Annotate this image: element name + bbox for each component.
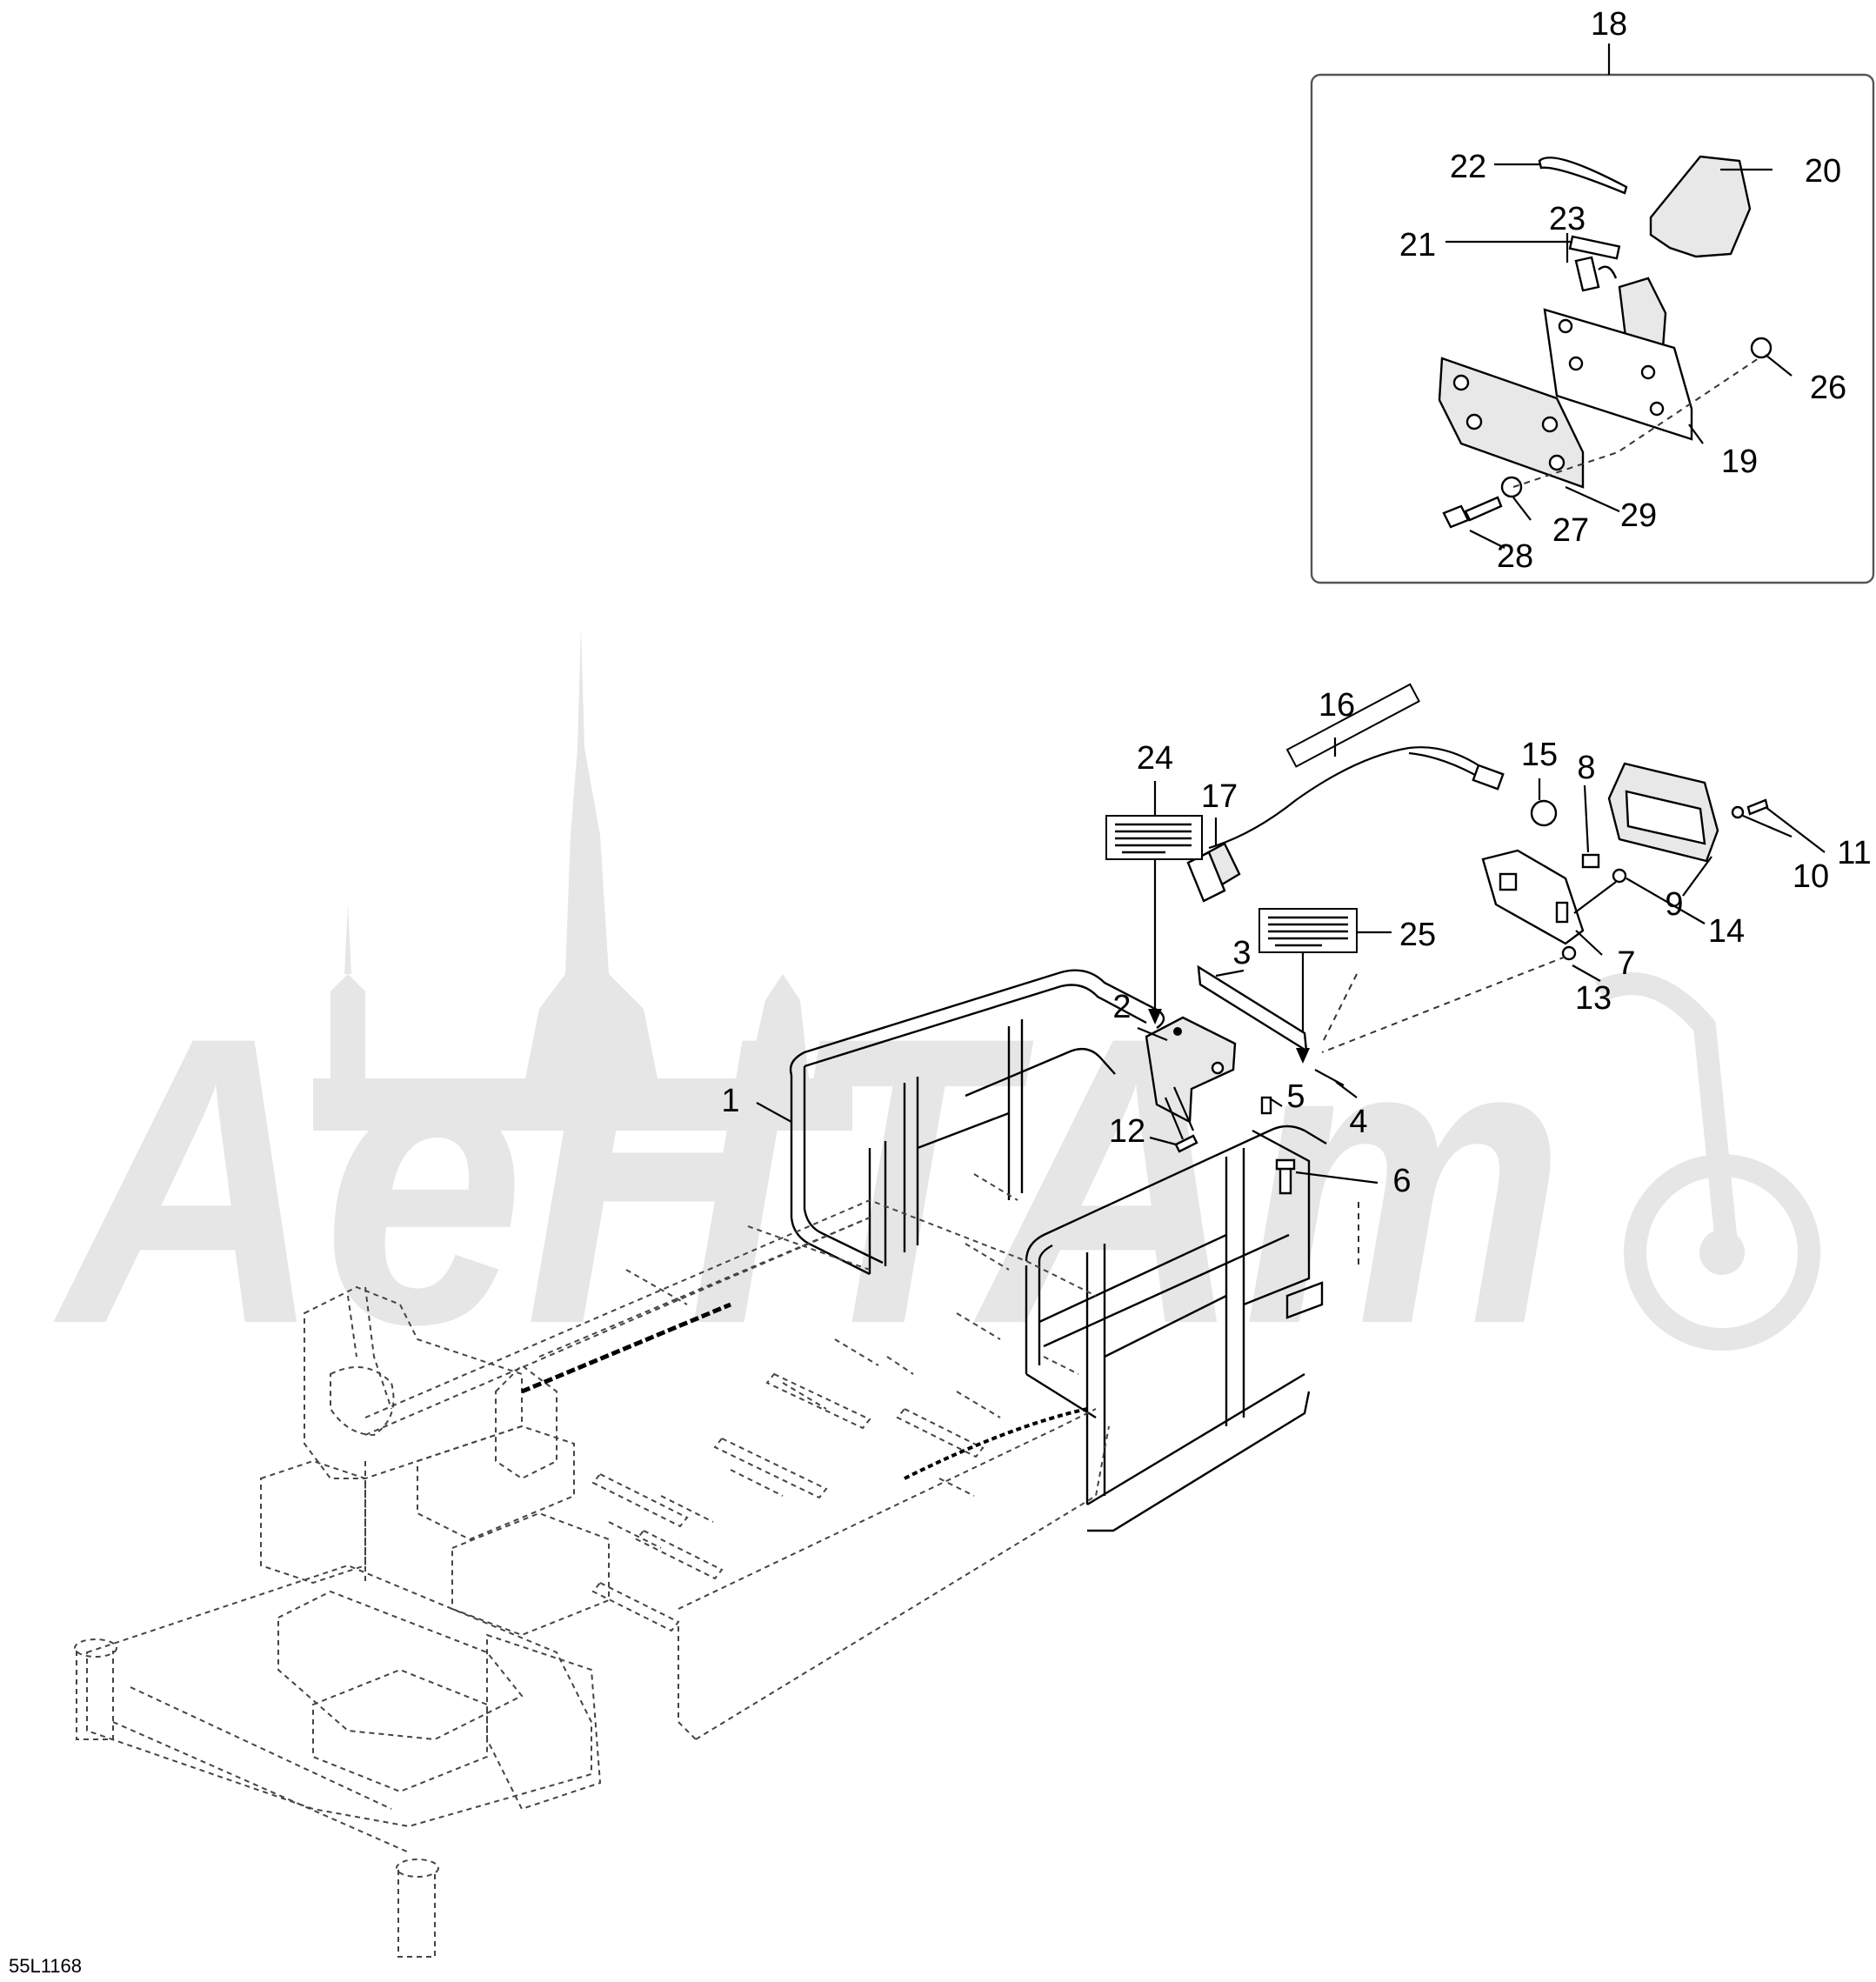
callout-labels: 1 2 3 4 5 6 7 8 9 10 11 12 13 14 15 16 1… [721, 6, 1871, 1199]
callout-21: 21 [1399, 227, 1436, 264]
washer-13 [1561, 945, 1577, 961]
callout-9: 9 [1665, 886, 1683, 923]
lighting-assembly [1105, 683, 1826, 1064]
callout-15: 15 [1521, 737, 1558, 773]
callout-14: 14 [1708, 913, 1745, 950]
nut-26 [1750, 337, 1773, 359]
bracket-2 [1145, 1016, 1237, 1140]
callout-13: 13 [1575, 980, 1612, 1017]
callout-24: 24 [1137, 740, 1173, 777]
callout-17: 17 [1201, 778, 1238, 815]
grommet-15 [1530, 799, 1558, 827]
callout-5: 5 [1286, 1078, 1305, 1115]
screw-5 [1260, 1096, 1272, 1115]
bulb-8 [1581, 853, 1600, 869]
callout-6: 6 [1392, 1163, 1411, 1199]
pin-4 [1314, 1069, 1345, 1086]
callout-27: 27 [1552, 512, 1589, 549]
callout-18: 18 [1591, 6, 1627, 43]
callout-11: 11 [1837, 835, 1871, 871]
washer-27 [1500, 476, 1523, 498]
callout-28: 28 [1497, 538, 1533, 575]
callout-22: 22 [1450, 149, 1486, 185]
watermark-text: AeHTAm [50, 952, 1566, 1409]
bolt-28 [1442, 496, 1503, 529]
sleeve-16 [1285, 683, 1420, 768]
pin-21 [1568, 235, 1621, 260]
bolt-6 [1275, 1158, 1296, 1195]
callout-19: 19 [1721, 444, 1758, 480]
washer-14 [1612, 868, 1627, 884]
callout-25: 25 [1399, 917, 1436, 953]
leader-lines [756, 969, 1379, 1185]
housing-7 [1481, 849, 1585, 945]
hitch-block-20 [1649, 155, 1752, 258]
callout-12: 12 [1109, 1113, 1145, 1150]
callout-23: 23 [1549, 201, 1586, 237]
screw-11 [1746, 798, 1769, 816]
callout-7: 7 [1617, 945, 1635, 982]
reflector-3 [1197, 964, 1308, 1053]
callout-29: 29 [1620, 497, 1657, 534]
diagram-code: 55L1168 [9, 1955, 82, 1977]
callout-8: 8 [1577, 750, 1595, 786]
callout-16: 16 [1319, 687, 1355, 724]
clip-23 [1574, 256, 1618, 292]
callout-20: 20 [1805, 153, 1841, 190]
inset-box [1310, 43, 1875, 584]
callout-1: 1 [721, 1083, 739, 1119]
screw-12 [1174, 1134, 1198, 1153]
callout-2: 2 [1112, 989, 1131, 1025]
callout-10: 10 [1793, 858, 1829, 895]
pad-29 [1438, 357, 1585, 489]
label-sheet-24 [1105, 815, 1203, 860]
washer-10 [1731, 805, 1745, 819]
callout-4: 4 [1349, 1104, 1367, 1140]
callout-3: 3 [1232, 935, 1251, 971]
chassis-tunnel [74, 1173, 1110, 1958]
callout-26: 26 [1810, 370, 1846, 406]
label-sheet-25 [1258, 908, 1358, 953]
cotter-pin-22 [1538, 157, 1628, 195]
watermark: AeHTAm [50, 626, 1820, 1409]
